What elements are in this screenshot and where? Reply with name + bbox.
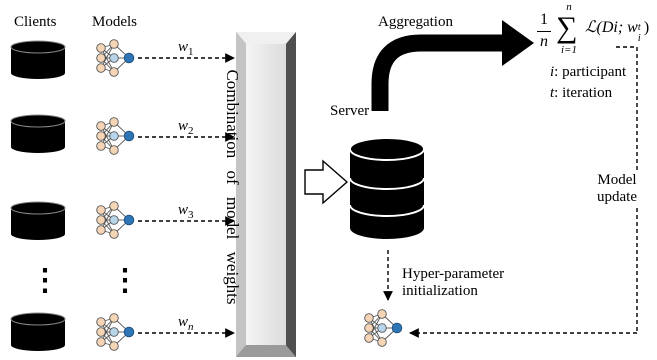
- client-model-icon-2: [96, 117, 135, 155]
- legend-participant: i: participant: [550, 64, 627, 80]
- formula-numerator: 1: [540, 11, 548, 28]
- client-database-3: [10, 201, 66, 241]
- formula-sum-lower: i=1: [561, 44, 577, 56]
- client-database-2: [10, 114, 66, 154]
- global-model-icon: [364, 309, 403, 347]
- formula-sum-upper: n: [566, 1, 572, 13]
- formula-sum-symbol: ∑: [556, 11, 578, 44]
- combined-to-server-arrow: [304, 159, 349, 205]
- weight-label-1: w1: [178, 39, 194, 58]
- client-model-icon-4: [96, 313, 135, 351]
- legend-iteration: t: iteration: [550, 85, 613, 101]
- weight-label-3: w3: [178, 202, 194, 221]
- weight-label-n: wn: [178, 314, 194, 333]
- client-database-1: [10, 40, 66, 80]
- clients-ellipsis: ⋮: [30, 264, 60, 297]
- client-model-icon-3: [96, 201, 135, 239]
- weight-label-2: w2: [178, 118, 194, 137]
- client-database-4: [10, 312, 66, 352]
- combination-label: Combination of model weights: [223, 69, 242, 305]
- combination-panel: [236, 32, 296, 357]
- models-header: Models: [92, 14, 137, 30]
- aggregation-arrowhead: [502, 20, 534, 66]
- server-icon: [349, 137, 425, 239]
- clients-header: Clients: [14, 14, 57, 30]
- server-label: Server: [330, 103, 370, 119]
- formula-denominator: n: [540, 33, 548, 50]
- models-ellipsis: ⋮: [110, 264, 140, 297]
- aggregation-arrow: [371, 34, 502, 111]
- formula-fraction-bar: [537, 31, 551, 32]
- client-model-icon-1: [96, 39, 135, 77]
- aggregation-label: Aggregation: [378, 14, 453, 30]
